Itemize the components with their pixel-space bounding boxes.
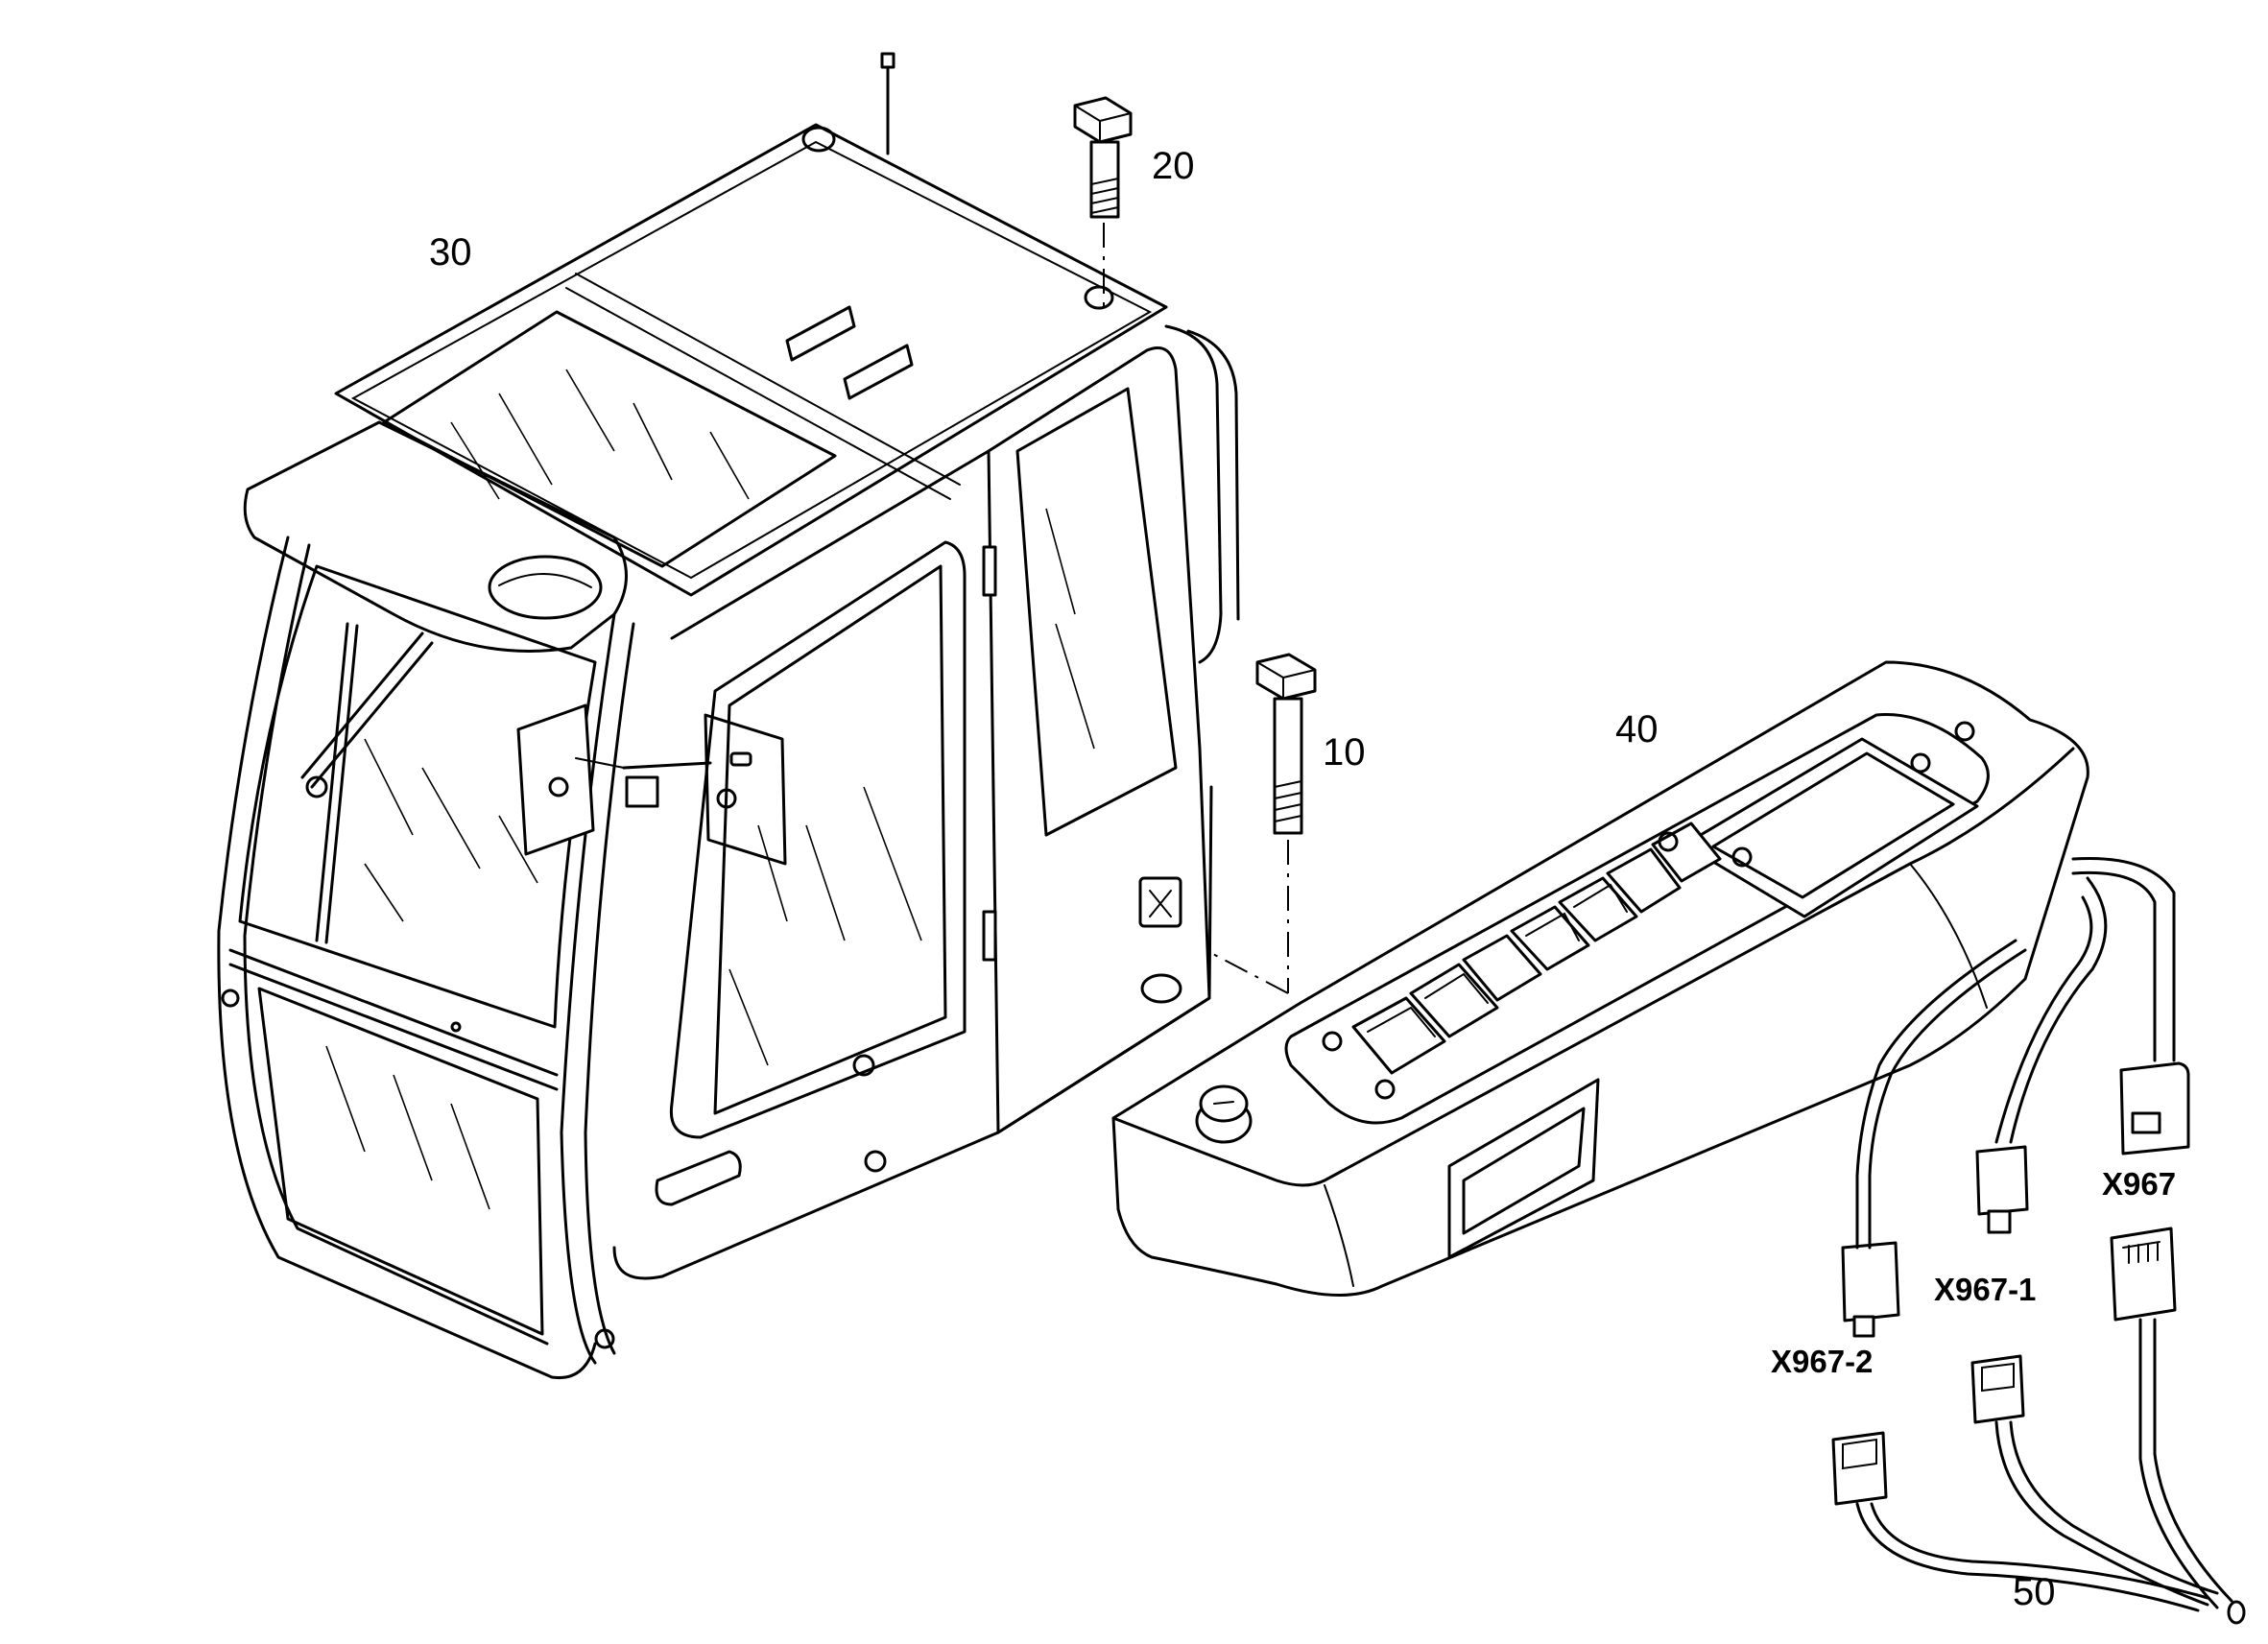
connector-label-x967-2: X967-2 <box>1771 1344 1873 1379</box>
callout-20: 20 <box>1152 145 1195 187</box>
callout-50: 50 <box>2013 1571 2056 1613</box>
bolt-10 <box>1208 653 1317 994</box>
bolt-20 <box>1073 96 1133 312</box>
callout-40: 40 <box>1615 708 1659 751</box>
rocker-switch-row <box>1351 822 1722 1075</box>
cab-assembly <box>217 52 1240 1380</box>
wire-harness <box>1831 856 2246 1625</box>
switch-console <box>1111 660 2089 1298</box>
callout-10: 10 <box>1323 731 1366 774</box>
callout-30: 30 <box>429 231 472 274</box>
connector-label-x967-1: X967-1 <box>1934 1272 2036 1307</box>
connector-label-x967: X967 <box>2102 1166 2176 1202</box>
